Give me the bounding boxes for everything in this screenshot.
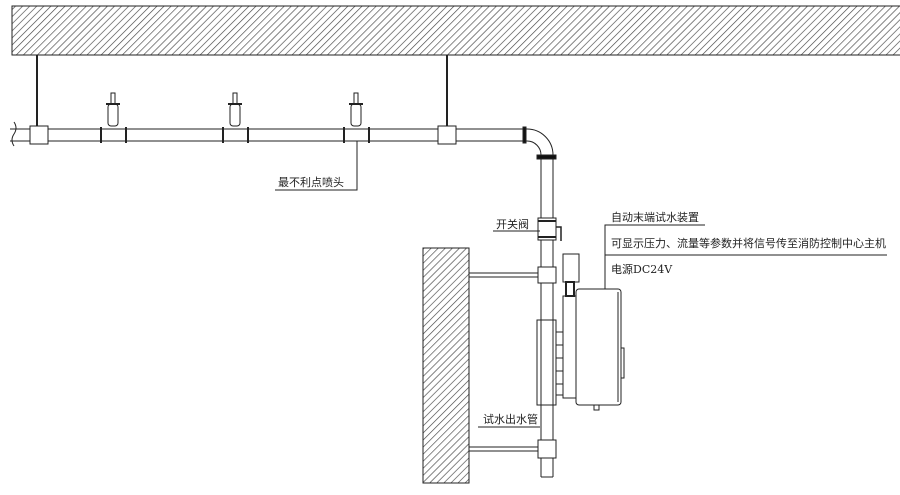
pipe-clamp — [537, 266, 557, 284]
wall — [422, 247, 470, 484]
sprinkler-head — [100, 92, 127, 143]
sprinkler-head — [222, 92, 249, 143]
sprinkler-head — [343, 92, 370, 143]
pipe-clamp — [29, 125, 49, 145]
valve-label: 开关阀 — [496, 218, 529, 231]
pipe-clamp — [437, 125, 457, 145]
device-desc-label: 可显示压力、流量等参数并将信号传至消防控制中心主机 — [611, 237, 886, 250]
ceiling-slab — [11, 5, 900, 56]
riser-pipe — [540, 159, 554, 478]
drain-pipe-label: 试水出水管 — [483, 413, 538, 426]
power-label: 电源DC24V — [611, 263, 673, 276]
device-leader — [604, 224, 705, 289]
sprinkler-label: 最不利点喷头 — [278, 176, 344, 189]
device-title-label: 自动末端试水装置 — [611, 211, 699, 224]
branch-pipe — [10, 121, 557, 160]
sprinkler-leader — [275, 141, 358, 191]
pipe-clamp — [537, 439, 557, 459]
auto-end-test-device — [536, 253, 625, 411]
switch-valve — [537, 217, 562, 241]
